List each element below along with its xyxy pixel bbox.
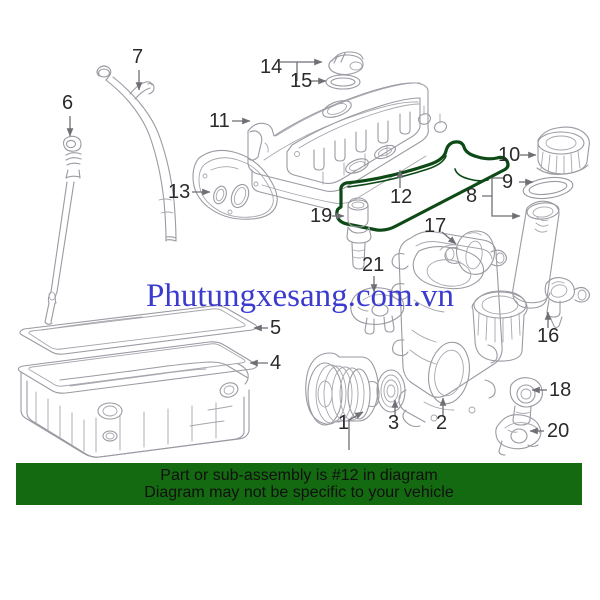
callout-label-21: 21 (362, 254, 385, 276)
callout-label-2: 2 (436, 412, 448, 434)
part-engine-mount-bracket (350, 287, 405, 335)
callout-label-5: 5 (270, 317, 282, 339)
part-cylinder-head-cover-gasket-highlight (335, 140, 510, 232)
notice-line-primary: Part or sub-assembly is #12 in diagram (160, 466, 438, 484)
callout-label-7: 7 (132, 46, 144, 68)
part-thermostat-fitting (509, 377, 543, 426)
callout-label-10: 10 (498, 144, 521, 166)
part-timing-cover-sub (192, 149, 278, 220)
callout-label-8: 8 (466, 185, 478, 207)
callout-label-19: 19 (310, 205, 333, 227)
part-oil-filler-cap (328, 51, 364, 76)
callout-label-11: 11 (209, 110, 230, 132)
part-oil-filter-element (512, 200, 560, 309)
callout-label-18: 18 (549, 379, 572, 401)
part-dipstick-guide-tube (96, 65, 177, 242)
part-oil-filter-o-ring (522, 176, 574, 200)
part-water-outlet-bracket (495, 414, 542, 456)
callout-label-17: 17 (424, 215, 447, 237)
callout-label-3: 3 (388, 412, 400, 434)
part-timing-chain-cover (391, 231, 528, 428)
part-oil-pan-gasket (19, 305, 258, 355)
callout-label-15: 15 (290, 70, 313, 92)
part-knock-sensor (346, 197, 372, 270)
callout-label-13: 13 (168, 181, 191, 203)
callout-label-9: 9 (502, 171, 514, 193)
callout-label-20: 20 (547, 420, 570, 442)
callout-label-4: 4 (270, 352, 282, 374)
notice-line-secondary: Diagram may not be specific to your vehi… (144, 484, 454, 501)
callout-label-14: 14 (260, 56, 283, 78)
callout-label-16: 16 (537, 325, 560, 347)
part-dipstick (44, 135, 82, 325)
part-oil-filter-cap (536, 126, 590, 175)
part-cylinder-head-cover (247, 82, 448, 209)
part-notice-banner: Part or sub-assembly is #12 in diagram D… (16, 463, 582, 505)
part-crankshaft-pulley (305, 352, 380, 426)
part-crankshaft-seal (376, 369, 406, 413)
callout-label-6: 6 (62, 92, 74, 114)
callout-label-1: 1 (338, 412, 350, 434)
part-oil-pressure-switch (544, 277, 591, 329)
part-oil-pan (17, 341, 258, 458)
callout-label-12: 12 (390, 186, 413, 208)
callout-leader-lines (66, 58, 552, 450)
part-oil-filler-cap-gasket (325, 74, 361, 90)
